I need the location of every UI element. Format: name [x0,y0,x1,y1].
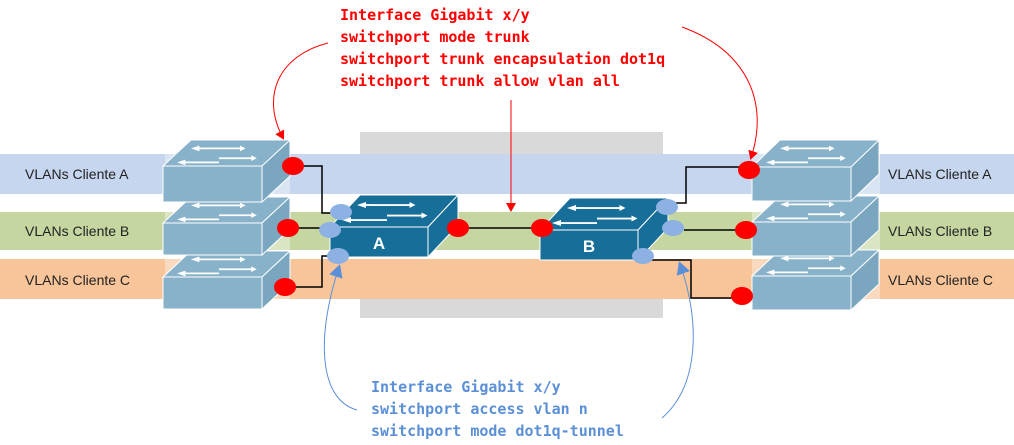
tunnel-annotation-arrows [323,261,694,419]
trunk-config-text: Interface Gigabit x/y switchport mode tr… [340,6,665,90]
vlan-label-right-b: VLANs Cliente B [888,223,992,239]
tunnel-port-b-3 [632,248,654,264]
trunk-config-line: switchport mode trunk [340,28,530,46]
tunnel-port-b-2 [662,220,684,236]
trunk-config-line: switchport trunk encapsulation dot1q [340,50,665,68]
trunk-port-b-core [531,219,553,237]
trunk-port-left-b [277,219,299,237]
trunk-port-left-c [274,278,296,296]
trunk-config-line: Interface Gigabit x/y [340,6,530,24]
tunnel-config-line: switchport access vlan n [371,400,588,418]
customer-switch-left-c [161,249,292,311]
customer-switch-left-a [161,138,292,204]
vlan-label-left-c: VLANs Cliente C [25,272,130,288]
tunnel-config-text: Interface Gigabit x/y switchport access … [371,378,624,440]
trunk-port-right-c [731,287,753,305]
trunk-port-a-core [447,219,469,237]
trunk-port-right-a [738,161,760,179]
provider-switch-b: B [538,196,670,262]
trunk-config-line: switchport trunk allow vlan all [340,72,620,90]
tunnel-port-b-1 [656,199,678,215]
provider-switch-a-label: A [373,234,385,253]
customer-switch-right-c [750,248,881,312]
customer-switch-right-a [750,138,881,203]
tunnel-port-a-2 [319,222,341,238]
tunnel-ports [319,199,684,264]
customer-switch-left-b [161,195,292,257]
tunnel-config-line: switchport mode dot1q-tunnel [371,422,624,440]
vlan-label-left-a: VLANs Cliente A [25,166,129,182]
vlan-label-right-c: VLANs Cliente C [888,272,993,288]
trunk-port-left-a [282,157,304,175]
trunk-annotation-arrows [273,26,758,212]
customer-switch-right-b [750,194,881,258]
provider-switch-b-label: B [583,237,595,256]
tunnel-arrow-left [323,264,358,411]
vlan-label-left-b: VLANs Cliente B [25,223,129,239]
trunk-port-right-b [735,221,757,239]
tunnel-arrow-right [661,261,694,419]
tunnel-port-a-3 [327,248,349,264]
link-right-a [668,166,748,204]
link-right-c [645,259,742,299]
tunnel-port-a-1 [330,204,352,220]
trunk-ports [274,157,760,305]
tunnel-config-line: Interface Gigabit x/y [371,378,561,396]
provider-switch-a: A [328,193,460,259]
trunk-arrow-left [273,42,329,140]
trunk-arrow-right [681,26,758,160]
vlan-label-right-a: VLANs Cliente A [888,166,992,182]
